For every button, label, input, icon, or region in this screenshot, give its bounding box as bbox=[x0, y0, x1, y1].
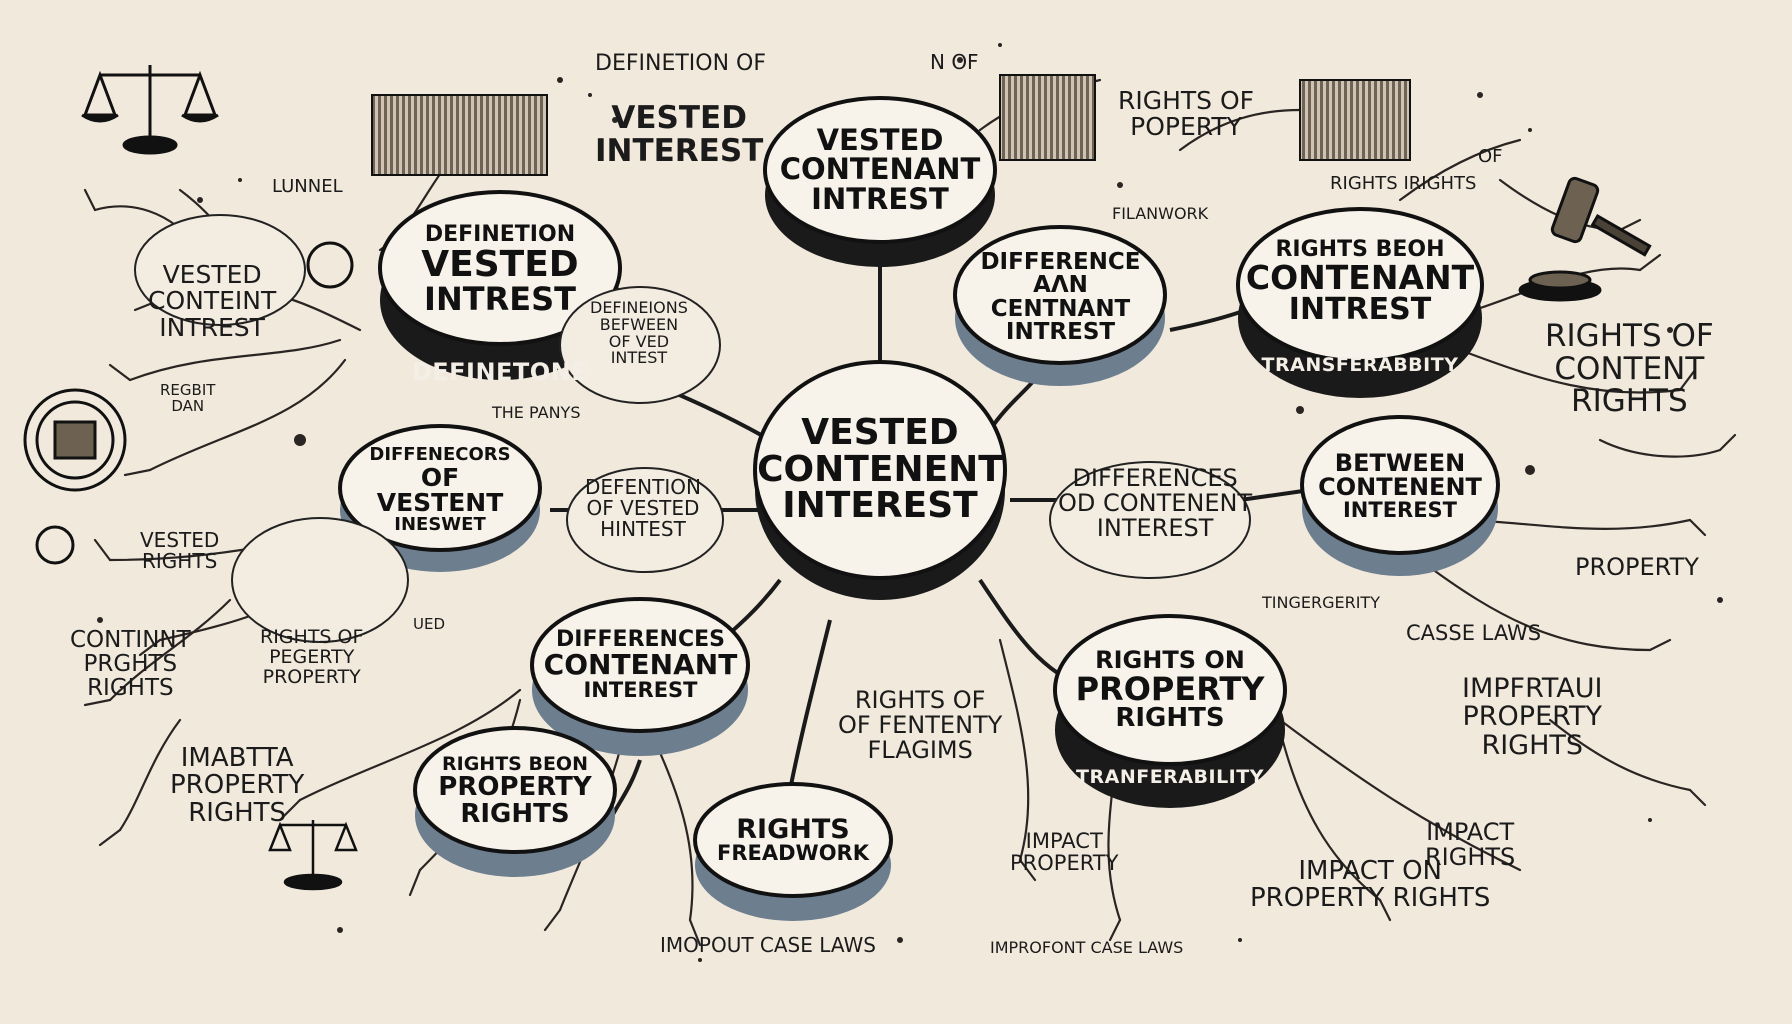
node-top[interactable]: VESTED CONTENANT INTREST bbox=[770, 115, 990, 225]
label-differences-od-content: DIFFERENCES OD CONTENENT INTEREST bbox=[1058, 464, 1253, 543]
label-definitions-between: DEFINEIONS BEFWEEN OF VED INTEST bbox=[590, 298, 688, 368]
label-defention-of-vested: DEFENTION OF VESTED HINTEST bbox=[585, 475, 701, 541]
node-rights-right-line3: INTREST bbox=[1288, 291, 1432, 327]
node-diff-left-line2: OF VESTENT bbox=[376, 462, 504, 517]
node-between-line3: INTEREST bbox=[1342, 497, 1458, 522]
node-diff-left-line1: DIFFENECORS bbox=[369, 444, 511, 466]
node-rights-beon-line2: PROPERTY bbox=[438, 772, 592, 803]
disc-shapes bbox=[134, 96, 1500, 921]
decorative-specks bbox=[97, 43, 1723, 962]
center-node[interactable]: VESTED CONTENENT INTEREST bbox=[757, 400, 1003, 540]
label-casse-laws: CASSE LAWS bbox=[1406, 621, 1542, 645]
label-definetion-of-top: DEFINETION OF bbox=[595, 51, 767, 76]
node-top-line2: CONTENANT bbox=[779, 152, 981, 187]
node-rights-right-band: TRANSFERABBITY bbox=[1261, 354, 1459, 376]
node-diff-left-line3: INESWET bbox=[394, 513, 486, 535]
label-lunnel: LUNNEL bbox=[272, 176, 343, 197]
node-freadwork-line2: FREADWORK bbox=[716, 841, 869, 866]
label-tingergerity: TINGERGERITY bbox=[1262, 593, 1380, 612]
node-diff-bottom-line1: DIFFERENCES bbox=[556, 626, 725, 652]
label-the-panys: THE PANYS bbox=[492, 403, 581, 422]
label-imopout-case-laws: IMOPOUT CASE LAWS bbox=[660, 933, 876, 957]
node-def-left-line1: DEFINETION bbox=[424, 222, 576, 248]
label-vested-rights: VESTED RIGHTS bbox=[140, 528, 220, 573]
node-rights-beon-line3: RIGHTS bbox=[460, 798, 570, 829]
label-rights-of-fentenity: RIGHTS OF OF FENTENTY FLAGIMS bbox=[838, 686, 1003, 765]
label-impact-rights: IMPACT RIGHTS bbox=[1425, 818, 1516, 872]
label-vested-interest: VESTED INTEREST bbox=[595, 100, 764, 169]
node-def-left-line2: VESTED bbox=[421, 243, 579, 285]
node-definetion-left[interactable]: DEFINETION VESTED INTREST bbox=[385, 222, 615, 319]
label-rights-rights: RIGHTS IRIGHTS bbox=[1330, 173, 1477, 194]
label-continnt-prghts: CONTINNT PRGHTS RIGHTS bbox=[70, 627, 191, 702]
balance-scale-icon bbox=[268, 820, 358, 891]
node-rights-on-line3: RIGHTS bbox=[1115, 703, 1225, 734]
label-impact-property: IMPACT PROPERTY bbox=[1010, 829, 1119, 876]
center-node-line2: CONTENENT bbox=[757, 448, 1003, 490]
label-impfrtaui-property: IMPFRTAUI PROPERTY RIGHTS bbox=[1462, 673, 1603, 761]
node-diff-bottom-line3: INTEREST bbox=[583, 677, 698, 702]
label-rights-of-pegerty: RIGHTS OF PEGERTY PROPERTY bbox=[260, 626, 364, 688]
node-rights-on-line1: RIGHTS ON bbox=[1095, 646, 1245, 675]
node-diff-right-line2: AɅN CENTNANT bbox=[990, 272, 1131, 322]
node-rights-on-line2: PROPERTY bbox=[1075, 669, 1265, 708]
label-imabtta-property: IMABTTA PROPERTY RIGHTS bbox=[170, 743, 305, 828]
label-vested-conteint-intrest: VESTED CONTEINT INTREST bbox=[148, 260, 277, 342]
balance-scale-icon bbox=[81, 65, 219, 155]
node-difference-right[interactable]: DIFFERENCE AɅN CENTNANT INTREST bbox=[958, 250, 1163, 344]
label-property: PROPERTY bbox=[1575, 553, 1699, 581]
label-rights-of-poperty: RIGHTS OF POPERTY bbox=[1118, 86, 1255, 142]
node-rights-beon[interactable]: RIGHTS BEON PROPERTY RIGHTS bbox=[420, 750, 610, 832]
seal-icon bbox=[23, 241, 354, 565]
label-filanwork: FILANWORK bbox=[1112, 204, 1209, 223]
label-ued: UED bbox=[413, 615, 446, 633]
node-between-line1: BETWEEN bbox=[1334, 448, 1466, 477]
node-between[interactable]: BETWEEN CONTENENT INTEREST bbox=[1305, 445, 1495, 527]
node-top-line3: INTREST bbox=[811, 181, 949, 216]
label-impact-on-property: IMPACT ON PROPERTY RIGHTS bbox=[1250, 856, 1491, 914]
node-top-line1: VESTED bbox=[816, 122, 944, 157]
node-between-line2: CONTENENT bbox=[1318, 473, 1482, 502]
label-n-of: N OF bbox=[930, 50, 979, 74]
node-def-left-band: DEFINETONE bbox=[411, 358, 589, 386]
label-rights-of-content-rights: RIGHTS OF CONTENT RIGHTS bbox=[1545, 318, 1714, 420]
node-rights-right-line2: CONTENANT bbox=[1245, 258, 1475, 298]
node-diffenecors-left[interactable]: DIFFENECORS OF VESTENT INESWET bbox=[345, 445, 535, 533]
node-def-left-line3: INTREST bbox=[424, 280, 576, 319]
label-regbit-dan: REGBIT DAN bbox=[160, 381, 216, 415]
label-of: OF bbox=[1478, 146, 1503, 167]
label-improfont-case-laws: IMPROFONT CASE LAWS bbox=[990, 938, 1184, 957]
node-rights-beoh[interactable]: RIGHTS BEOH CONTENANT INTREST bbox=[1240, 232, 1480, 332]
node-diff-right-line3: INTREST bbox=[1005, 318, 1116, 345]
node-rights-beon-line1: RIGHTS BEON bbox=[442, 752, 588, 775]
node-rights-right-line1: RIGHTS BEOH bbox=[1275, 236, 1445, 262]
node-differences-bottom[interactable]: DIFFERENCES CONTENANT INTEREST bbox=[538, 620, 743, 710]
node-rights-freadwork[interactable]: RIGHTS FREADWORK bbox=[700, 800, 886, 880]
gavel-icon bbox=[1518, 176, 1652, 302]
node-diff-right-line1: DIFFERENCE bbox=[980, 248, 1141, 275]
node-freadwork-line1: RIGHTS bbox=[736, 813, 850, 845]
center-node-line3: INTEREST bbox=[782, 485, 978, 527]
node-rights-on-band: TRANFERABILITY bbox=[1076, 766, 1264, 788]
node-rights-on[interactable]: RIGHTS ON PROPERTY RIGHTS bbox=[1060, 640, 1280, 740]
node-diff-bottom-line2: CONTENANT bbox=[543, 648, 738, 682]
books-icon bbox=[371, 74, 1411, 176]
center-node-line1: VESTED bbox=[801, 411, 959, 453]
